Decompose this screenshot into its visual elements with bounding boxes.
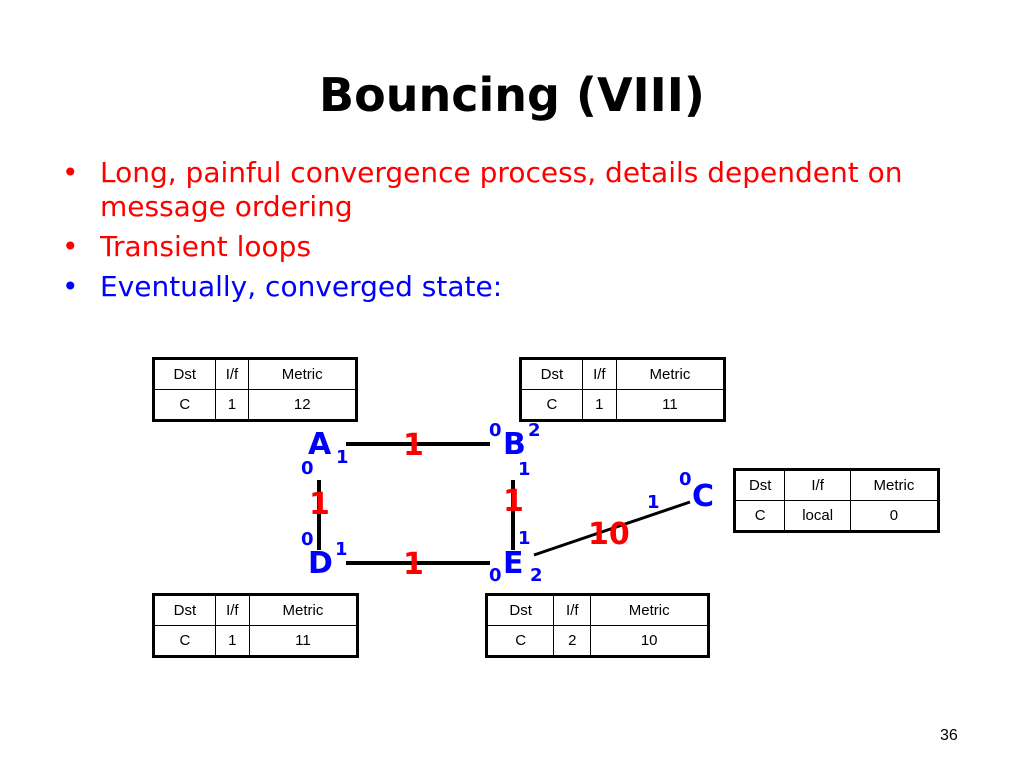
node-c-label: C xyxy=(692,479,715,514)
cost-e-c: 10 xyxy=(588,517,630,552)
header-metric: Metric xyxy=(590,594,709,626)
header-dst: Dst xyxy=(733,469,786,501)
table-row: C local 0 xyxy=(733,500,940,532)
cell-metric: 11 xyxy=(248,625,359,657)
cost-d-e: 1 xyxy=(403,547,424,582)
cell-if: local xyxy=(784,500,851,532)
bullet-item: • Long, painful convergence process, det… xyxy=(62,156,982,224)
cell-if: 1 xyxy=(581,389,617,421)
bullet-text: Transient loops xyxy=(100,230,312,263)
cost-b-e: 1 xyxy=(503,484,524,519)
table-header-row: Dst I/f Metric xyxy=(485,594,709,626)
cell-if: 2 xyxy=(553,625,592,657)
header-dst: Dst xyxy=(153,358,216,390)
port-d-1: 1 xyxy=(335,539,348,560)
port-c-0: 0 xyxy=(679,469,692,490)
cell-metric: 12 xyxy=(248,389,357,421)
cell-if: 1 xyxy=(214,625,250,657)
routing-table-a: Dst I/f Metric C 1 12 xyxy=(152,357,358,422)
cell-dst: C xyxy=(733,500,786,532)
cost-a-d: 1 xyxy=(309,487,330,522)
port-b-2: 2 xyxy=(528,420,541,441)
node-d-label: D xyxy=(308,546,333,581)
routing-table-d: Dst I/f Metric C 1 11 xyxy=(152,593,359,658)
port-a-1: 1 xyxy=(336,447,349,468)
cost-a-b: 1 xyxy=(403,428,424,463)
header-dst: Dst xyxy=(153,594,216,626)
routing-table-e: Dst I/f Metric C 2 10 xyxy=(485,593,710,658)
header-if: I/f xyxy=(214,358,250,390)
header-dst: Dst xyxy=(520,358,583,390)
node-b-label: B xyxy=(503,427,526,462)
cell-if: 1 xyxy=(214,389,250,421)
header-dst: Dst xyxy=(485,594,555,626)
bullet-marker: • xyxy=(62,270,79,303)
cell-metric: 10 xyxy=(590,625,709,657)
cell-dst: C xyxy=(520,389,583,421)
port-a-0: 0 xyxy=(301,458,314,479)
port-e-2: 2 xyxy=(530,565,543,586)
node-e-label: E xyxy=(503,546,524,581)
port-b-0: 0 xyxy=(489,420,502,441)
table-header-row: Dst I/f Metric xyxy=(733,469,940,501)
header-metric: Metric xyxy=(248,358,357,390)
table-row: C 1 11 xyxy=(153,625,359,657)
table-row: C 1 12 xyxy=(153,389,357,421)
bullet-marker: • xyxy=(62,230,79,263)
routing-table-c: Dst I/f Metric C local 0 xyxy=(733,468,940,533)
bullet-text: Long, painful convergence process, detai… xyxy=(100,156,903,223)
cell-dst: C xyxy=(153,389,216,421)
cell-metric: 11 xyxy=(615,389,726,421)
port-d-0: 0 xyxy=(301,529,314,550)
slide-title: Bouncing (VIII) xyxy=(319,68,705,122)
table-header-row: Dst I/f Metric xyxy=(153,594,359,626)
bullet-item: • Transient loops xyxy=(62,230,982,264)
page-number: 36 xyxy=(940,727,958,744)
table-header-row: Dst I/f Metric xyxy=(520,358,726,390)
port-e-0: 0 xyxy=(489,565,502,586)
bullet-marker: • xyxy=(62,156,79,189)
bullet-list: • Long, painful convergence process, det… xyxy=(62,156,982,310)
header-if: I/f xyxy=(581,358,617,390)
table-row: C 1 11 xyxy=(520,389,726,421)
bullet-text: Eventually, converged state: xyxy=(100,270,503,303)
port-c-1: 1 xyxy=(647,492,660,513)
node-a-label: A xyxy=(308,427,332,462)
header-metric: Metric xyxy=(849,469,940,501)
table-row: C 2 10 xyxy=(485,625,709,657)
link-e-c xyxy=(533,500,691,557)
header-metric: Metric xyxy=(248,594,359,626)
cell-dst: C xyxy=(153,625,216,657)
cell-metric: 0 xyxy=(849,500,940,532)
bullet-item: • Eventually, converged state: xyxy=(62,270,982,304)
port-e-1-label: 1 xyxy=(518,528,531,549)
routing-table-b: Dst I/f Metric C 1 11 xyxy=(519,357,726,422)
port-b-1: 1 xyxy=(518,459,531,480)
header-if: I/f xyxy=(214,594,250,626)
table-header-row: Dst I/f Metric xyxy=(153,358,357,390)
header-if: I/f xyxy=(553,594,592,626)
cell-dst: C xyxy=(485,625,555,657)
header-metric: Metric xyxy=(615,358,726,390)
header-if: I/f xyxy=(784,469,851,501)
